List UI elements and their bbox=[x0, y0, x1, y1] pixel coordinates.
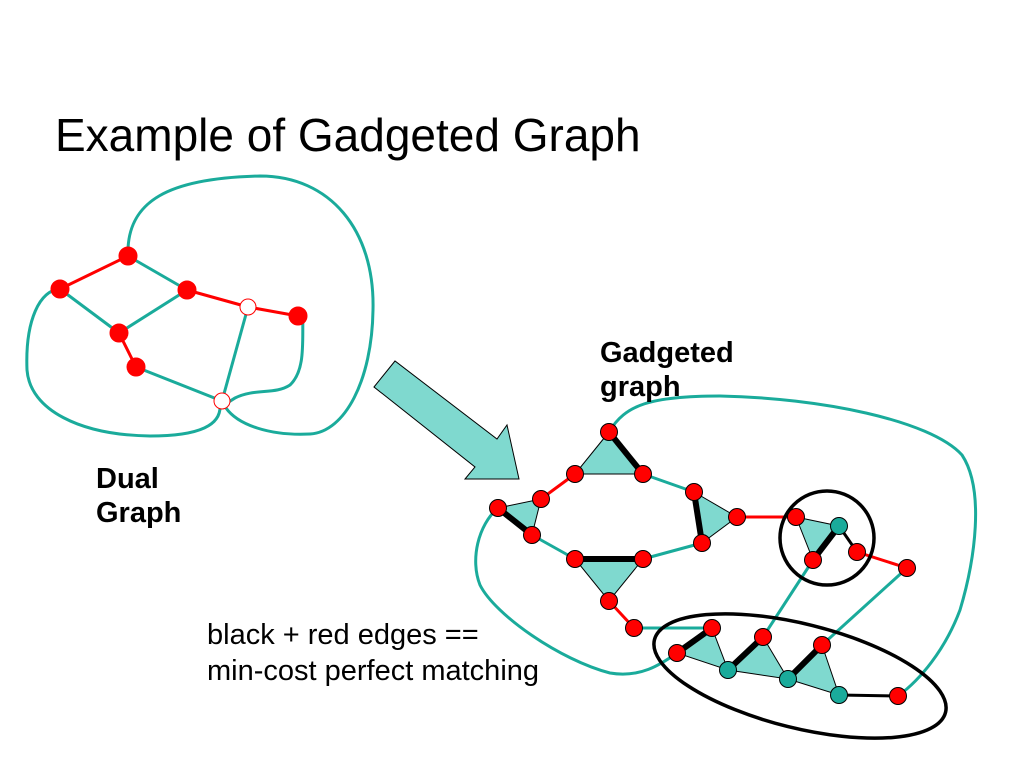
dual-edge bbox=[118, 288, 188, 335]
gadget-node bbox=[754, 628, 772, 646]
gadget-node bbox=[889, 687, 907, 705]
caption-line1: black + red edges == bbox=[207, 619, 479, 651]
gadget-curves bbox=[474, 394, 978, 698]
dual-node bbox=[118, 246, 138, 266]
gadget-node bbox=[728, 508, 746, 526]
gadget-label-line1: Gadgeted bbox=[600, 337, 734, 369]
gadget-node bbox=[813, 636, 831, 654]
gadget-node bbox=[668, 644, 686, 662]
dual-node bbox=[126, 357, 146, 377]
gadget-node-teal bbox=[830, 686, 848, 704]
gadget-node bbox=[693, 534, 711, 552]
dual-node-hollow bbox=[213, 392, 231, 410]
dual-graph-curves bbox=[25, 174, 375, 438]
teal-edge bbox=[761, 559, 815, 638]
gadget-node-teal bbox=[719, 661, 737, 679]
teal-edge bbox=[642, 541, 703, 561]
dual-graph-label: Dual Graph bbox=[96, 462, 181, 530]
gadget-node bbox=[523, 526, 541, 544]
dual-edge bbox=[186, 288, 249, 309]
gadget-node-teal bbox=[830, 517, 848, 535]
teal-edge bbox=[642, 472, 695, 494]
gadget-node bbox=[787, 508, 805, 526]
gadget-node bbox=[532, 490, 550, 508]
dual-edge bbox=[220, 306, 250, 402]
transform-arrow-icon bbox=[373, 360, 520, 480]
highlight-circle bbox=[778, 489, 876, 587]
dual-left-loop bbox=[25, 287, 222, 438]
gadget-node bbox=[566, 550, 584, 568]
highlight-ellipse bbox=[652, 612, 948, 740]
gadget-left-curve bbox=[474, 506, 678, 676]
gadget-node bbox=[703, 619, 721, 637]
gadget-node bbox=[625, 619, 643, 637]
dual-node bbox=[177, 280, 197, 300]
gadgeted-graph-label: Gadgeted graph bbox=[600, 336, 734, 404]
dual-edge bbox=[59, 287, 120, 335]
dual-label-line1: Dual bbox=[96, 463, 159, 495]
gadget-node bbox=[634, 465, 652, 483]
dual-node-hollow bbox=[239, 298, 257, 316]
caption-line2: min-cost perfect matching bbox=[207, 655, 540, 687]
dual-node bbox=[50, 279, 70, 299]
gadget-node-teal bbox=[779, 670, 797, 688]
gadget-node bbox=[634, 550, 652, 568]
dual-edge bbox=[135, 365, 223, 403]
gadget-node bbox=[489, 499, 507, 517]
black-edge bbox=[838, 693, 899, 698]
gadget-node bbox=[804, 551, 822, 569]
dual-label-line2: Graph bbox=[96, 497, 182, 529]
dual-node bbox=[288, 306, 308, 326]
dual-node bbox=[109, 323, 129, 343]
caption: black + red edges == min-cost perfect ma… bbox=[207, 617, 539, 689]
page-title: Example of Gadgeted Graph bbox=[55, 109, 641, 161]
dual-outer-loop bbox=[126, 174, 375, 436]
gadget-outer-curve bbox=[607, 394, 978, 698]
gadget-node bbox=[848, 543, 866, 561]
dual-inner-loop bbox=[221, 315, 305, 408]
dual-edge bbox=[59, 254, 129, 291]
gadget-node bbox=[898, 559, 916, 577]
gadget-node bbox=[566, 465, 584, 483]
dual-edge bbox=[127, 254, 188, 292]
gadget-node bbox=[685, 483, 703, 501]
gadget-node bbox=[600, 592, 618, 610]
matching-edge bbox=[606, 430, 646, 476]
gadget-node bbox=[600, 423, 618, 441]
gadget-label-line2: graph bbox=[600, 371, 681, 403]
